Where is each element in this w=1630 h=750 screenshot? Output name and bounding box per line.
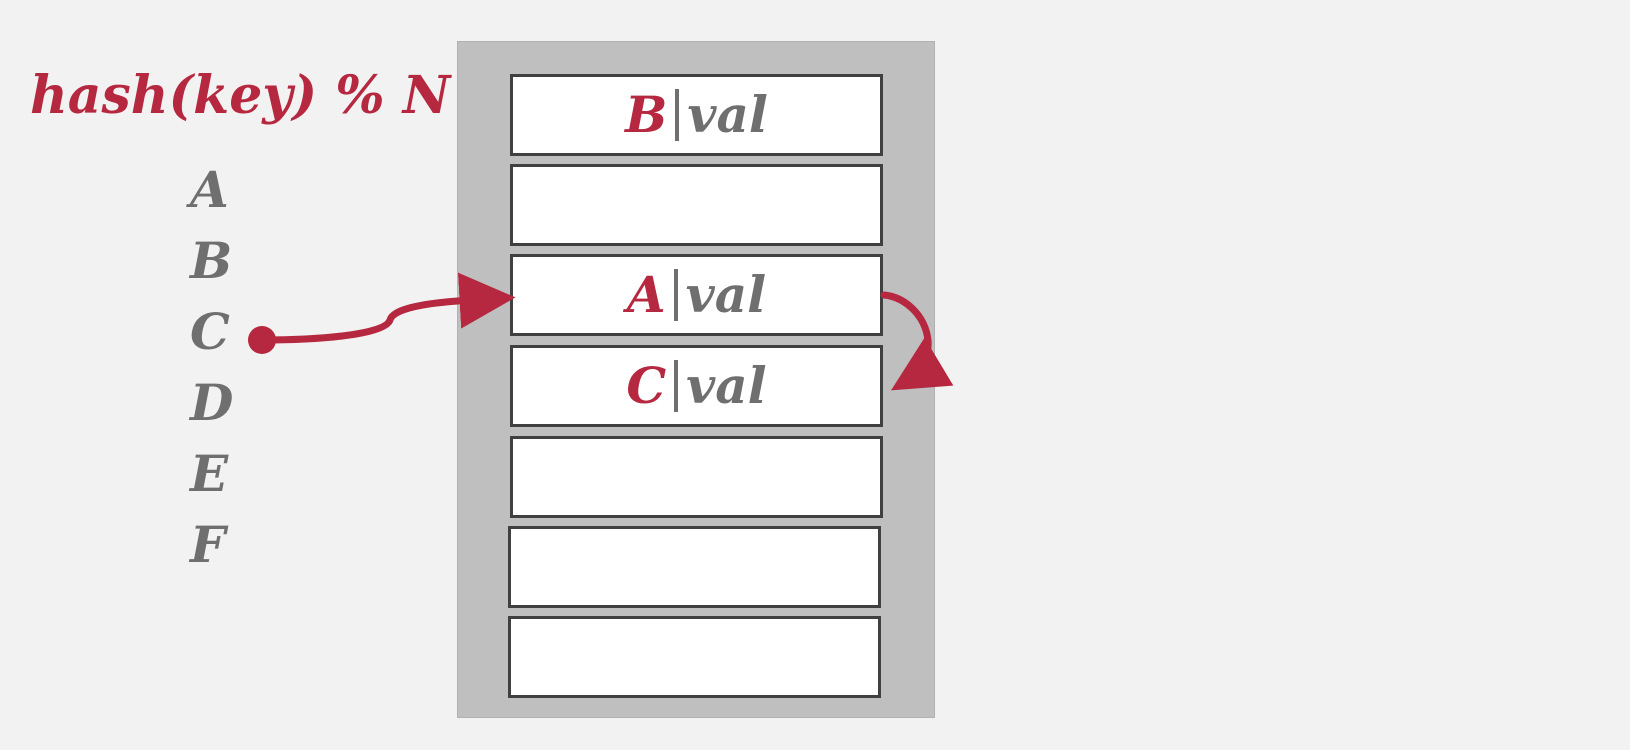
table-slot-6 [508, 616, 881, 698]
slot-entry: A val [627, 257, 766, 333]
slot-value: val [685, 265, 767, 324]
slot-entry: C val [626, 348, 767, 424]
key-d: D [190, 373, 234, 432]
table-slot-3: C val [510, 345, 883, 427]
table-slot-2: A val [510, 254, 883, 336]
slot-key: C [626, 356, 667, 415]
key-c: C [190, 302, 230, 361]
hash-formula: hash(key) % N [30, 65, 451, 126]
key-a: A [190, 160, 229, 219]
slot-key: B [625, 85, 668, 144]
key-f: F [190, 515, 226, 574]
table-slot-0: B val [510, 74, 883, 156]
slot-value: val [686, 356, 767, 415]
key-b: B [190, 231, 233, 290]
table-slot-1 [510, 164, 883, 246]
table-slot-4 [510, 436, 883, 518]
slot-separator [674, 360, 679, 412]
key-e: E [190, 444, 229, 503]
hash-pointer-dot [248, 326, 276, 354]
slot-entry: B val [625, 77, 768, 153]
slot-value: val [687, 85, 768, 144]
slot-key: A [626, 265, 666, 324]
table-slot-5 [508, 526, 881, 608]
slot-separator [673, 269, 678, 321]
slot-separator [675, 89, 680, 141]
